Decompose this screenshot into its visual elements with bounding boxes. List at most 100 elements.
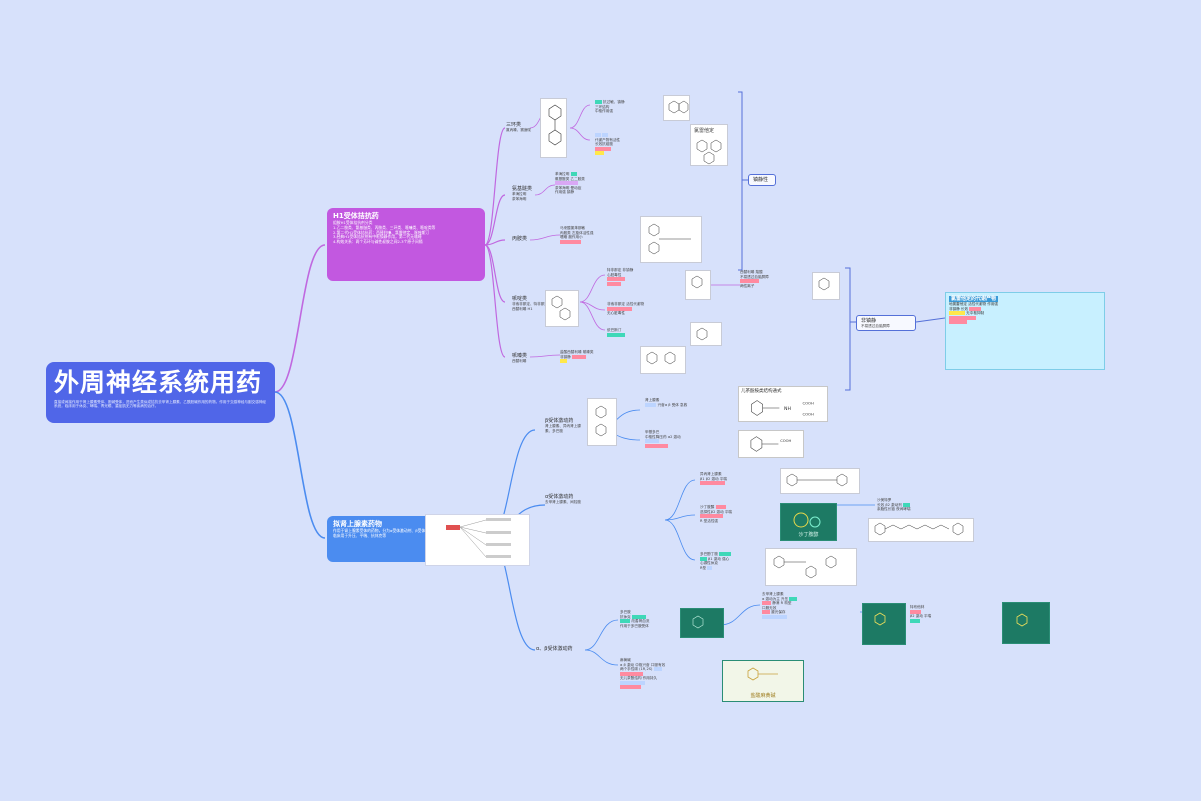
branch-label: α、β受体激动药 — [536, 646, 573, 652]
embedded-mini-map — [425, 514, 530, 566]
struct-title: 儿茶酚胺类结构通式 — [741, 389, 782, 394]
h1-antagonist-topic[interactable]: H1受体拮抗药 组胺H1受体拮抗剂分类 1.乙二胺类、氨基醚类、丙胺类、三环类、… — [327, 208, 485, 281]
structure-image — [765, 548, 857, 586]
photo-caption: 盐酸麻黄碱 — [750, 693, 776, 699]
detail-text: 沙美特罗长效 β2 激动剂 亲脂性长链 夜间哮喘 — [877, 498, 911, 511]
detail-text: 肾上腺素 兴奋α β 受体 急救 — [645, 398, 688, 407]
detail-text: 特布他林 β2 激动 平喘 — [910, 605, 955, 623]
branch-label: 三环类 — [506, 122, 522, 128]
h1-line: 1.乙二胺类、氨基醚类、丙胺类、三环类、哌嗪类、哌啶类等 — [333, 224, 436, 230]
detail-text: 非索非那定 活性代谢物 无心脏毒性 — [607, 302, 645, 315]
adrenergic-line: 临床用于升压、平喘、抗休克等 — [333, 532, 387, 538]
h1-line: 2.第二代H1受体拮抗药：西替利嗪、氯雷他定、咪唑斯汀 — [333, 229, 430, 235]
h1-line: 4.构效关系：两个芳环与碱性叔胺之间2-3个原子间隔 — [333, 239, 423, 245]
dopamine-photo — [680, 608, 724, 638]
branch-aminoether[interactable]: 氨基醚类 苯海拉明 茶苯海明 — [512, 186, 546, 201]
structure-image — [685, 270, 711, 300]
photo-caption: 沙丁胺醇 — [798, 532, 819, 538]
branch-piperidine[interactable]: 哌啶类 非索非那定、特非那定、西替利嗪 H1 — [512, 296, 552, 311]
branch-sub: 西替利嗪 — [512, 359, 527, 363]
root-topic[interactable]: 外周神经系统用药 直接或间接作用于肾上腺素受体、胆碱受体，进而产生类似或拮抗去甲… — [46, 362, 275, 423]
branch-label: 哌啶类 — [512, 296, 528, 302]
structure-image — [780, 468, 860, 494]
h1-title: H1受体拮抗药 — [333, 212, 379, 220]
branch-propylamine[interactable]: 丙胺类 — [512, 236, 542, 242]
h1-line: 3.经典H1受体拮抗剂有中枢镇静作用，第二代无嗜睡 — [333, 234, 422, 240]
detail-text: 盐酸西替利嗪 哌嗪类非镇静 — [560, 350, 645, 364]
branch-tricyclic[interactable]: 三环类 氯丙嗪、赛庚啶 — [506, 122, 546, 133]
structure-image — [540, 98, 567, 158]
branch-sub: 非索非那定、特非那定、西替利嗪 H1 — [512, 302, 552, 311]
structure-image — [690, 322, 722, 346]
detail-text: 马来酸氯苯那敏丙胺类 左旋体活性强嗜睡 副作用小 — [560, 226, 638, 244]
branch-beta-agonist[interactable]: β受体激动药 肾上腺素、异丙肾上腺素、多巴胺 — [545, 418, 585, 433]
salmeterol-label: 沙美特罗 — [877, 498, 892, 502]
catecholamine-structure: 儿茶酚胺类结构通式 NH COOH COOH — [738, 386, 828, 422]
svg-text:COOH: COOH — [803, 401, 814, 405]
isoprenaline-label: 异丙肾上腺素 — [700, 472, 722, 476]
branch-sub: 去甲肾上腺素、间羟胺 — [545, 500, 581, 504]
levodopa-label: 甲基多巴 — [645, 430, 660, 434]
non-sedative-label: 非镇静 — [861, 318, 877, 324]
branch-piperazine[interactable]: 哌嗪类 西替利嗪 — [512, 353, 542, 364]
branch-alpha-agonist[interactable]: α受体激动药 去甲肾上腺素、间羟胺 — [545, 494, 605, 505]
root-description: 直接或间接作用于肾上腺素受体、胆碱受体，进而产生类似或拮抗去甲肾上腺素、乙酰胆碱… — [54, 400, 267, 409]
sedation-box[interactable]: 镇静性 — [748, 174, 776, 186]
salbutamol-label: 沙丁胺醇 — [700, 505, 715, 509]
structure-image — [640, 216, 702, 263]
branch-sub: 肾上腺素、异丙肾上腺素、多巴胺 — [545, 424, 581, 433]
non-sedative-sub: 不易透过血脑屏障 — [861, 324, 890, 328]
adrenergic-line: 作用于肾上腺素受体的药物，分为α受体激动剂、β受体激动剂 — [333, 528, 437, 533]
structure-image — [812, 272, 840, 300]
branch-label: β受体激动药 — [545, 418, 574, 424]
svg-text:NH: NH — [784, 406, 791, 412]
norepinephrine-label: 去甲肾上腺素 — [762, 592, 784, 596]
ephedrine-label: 麻黄碱 — [620, 658, 631, 662]
branch-label: α受体激动药 — [545, 494, 574, 500]
h1-line: 组胺H1受体拮抗剂分类 — [333, 220, 373, 225]
structure-image — [663, 95, 690, 121]
norepinephrine-photo — [862, 603, 906, 645]
structure-image — [545, 290, 579, 327]
branch-label: 氨基醚类 — [512, 186, 533, 192]
detail-text: 苯海拉明 氨基醚类 乙二胺类 茶苯海明 晕动症作用强 镇静 — [555, 172, 585, 194]
detail-text: 多巴胺抗休克 改善肾血流作用于多巴胺受体 — [620, 610, 650, 628]
ephedrine-photo: 盐酸麻黄碱 — [722, 660, 804, 702]
dobutamine-label: 多巴酚丁胺 — [700, 552, 718, 556]
branch-label: 哌嗪类 — [512, 353, 528, 359]
structure-image — [868, 518, 974, 542]
detail-text: 特非那定 非镇静心脏毒性 — [607, 268, 679, 286]
detail-text: 沙丁胺醇 选择性β2 激动 平喘 R 型活性强 — [700, 505, 733, 523]
svg-text:COOH: COOH — [780, 439, 791, 443]
methyldopa-structure: COOH — [738, 430, 804, 458]
root-title: 外周神经系统用药 — [54, 368, 263, 397]
epinephrine-label: 肾上腺素 — [645, 398, 660, 402]
svg-text:COOH: COOH — [803, 412, 814, 416]
branch-label: 丙胺类 — [512, 236, 528, 242]
note-title: 氯雷他定的代谢产物 — [949, 296, 999, 302]
adrenergic-title: 拟肾上腺素药物 — [333, 520, 382, 528]
loratadine-note: 氯雷他定的代谢产物 地氯雷他定 活性代谢物 作用强非镇静 长效 无中枢抑制 — [945, 292, 1105, 370]
detail-text: 甲基多巴中枢性降压药 α2 激动 — [645, 430, 735, 448]
loratadine-label: 氯雷他定 — [694, 128, 715, 134]
branch-sub: 氯丙嗪、赛庚啶 — [506, 128, 532, 132]
loratadine-structure: 氯雷他定 — [690, 124, 728, 166]
salbutamol-photo: 沙丁胺醇 — [780, 503, 837, 541]
terbutaline-photo — [1002, 602, 1050, 644]
structure-image — [587, 398, 617, 446]
dopamine-label: 多巴胺 — [620, 610, 631, 614]
branch-alpha-beta-agonist[interactable]: α、β受体激动药 — [536, 646, 586, 652]
detail-text: 抗过敏、镇静三环结构中枢作用强 — [595, 100, 625, 113]
sedation-label: 镇静性 — [753, 177, 769, 183]
detail-text: 依巴斯汀 — [607, 328, 677, 337]
detail-text: 代谢产物有活性长效抗组胺 — [595, 133, 685, 156]
branch-sub: 苯海拉明 茶苯海明 — [512, 192, 527, 201]
non-sedative-box[interactable]: 非镇静 不易透过血脑屏障 — [856, 315, 916, 331]
terbutaline-label: 特布他林 — [910, 605, 925, 609]
